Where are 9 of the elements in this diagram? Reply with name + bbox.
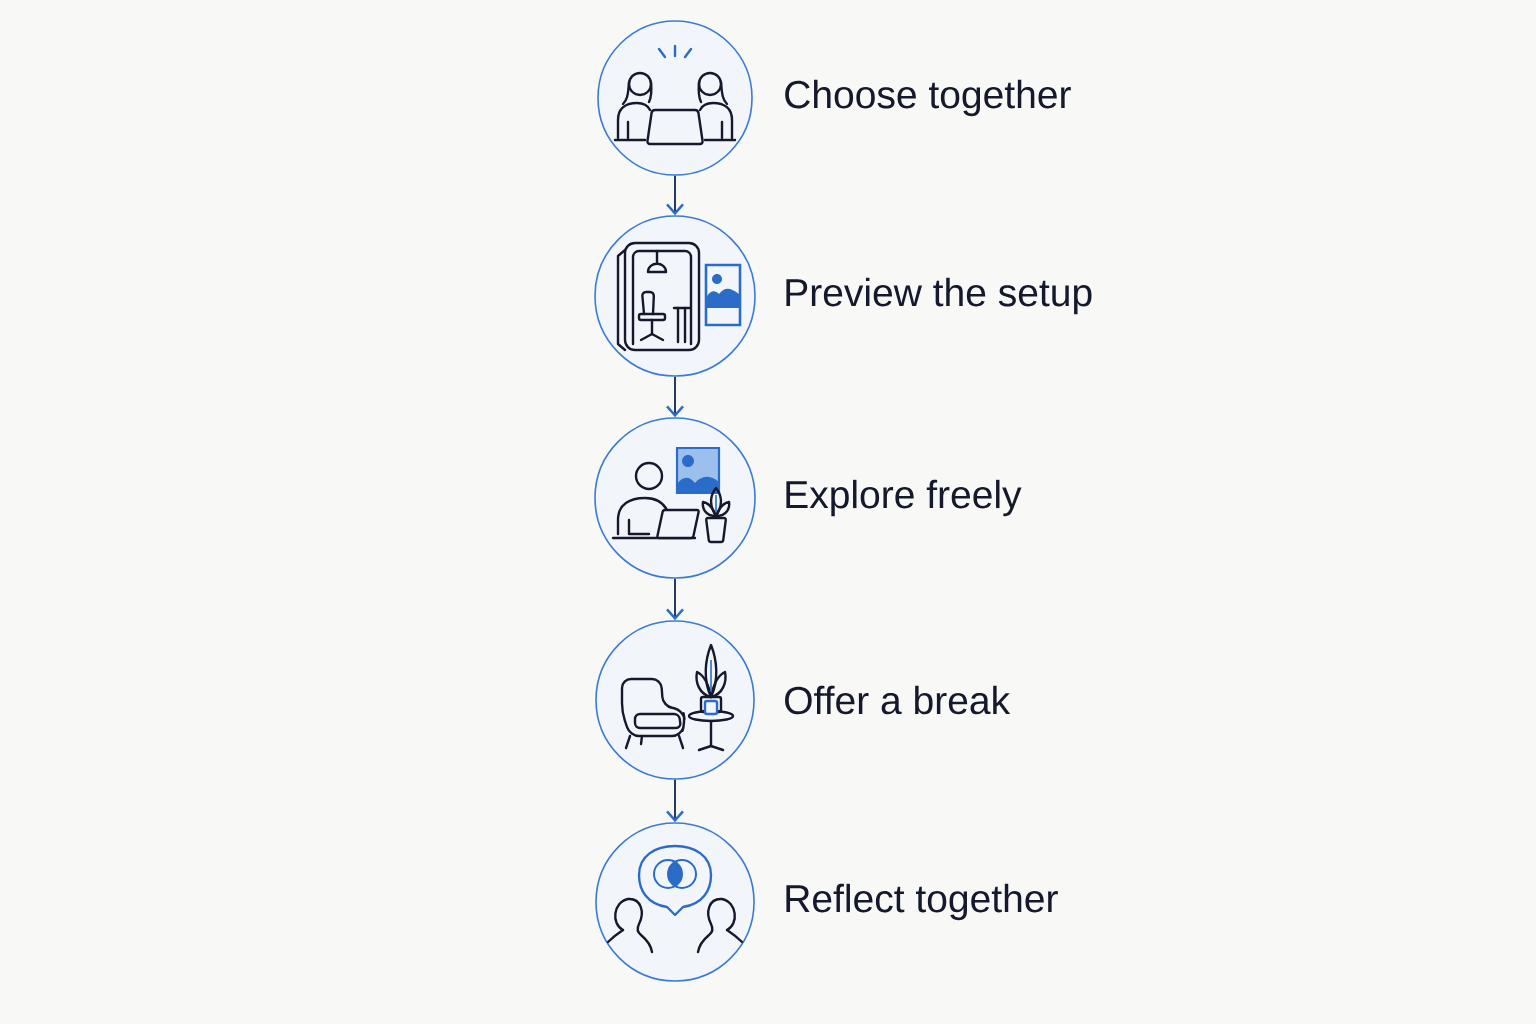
step-label: Preview the setup [786,277,1092,315]
arrow [666,375,684,418]
arrow [666,174,684,216]
step-label: Offer a break [785,685,1011,715]
arrow [666,577,684,621]
arrow [666,778,684,823]
step-label: Choose together [785,79,1071,117]
step-label: Explore freely [786,479,1022,517]
step-label: Reflect together [786,883,1058,921]
